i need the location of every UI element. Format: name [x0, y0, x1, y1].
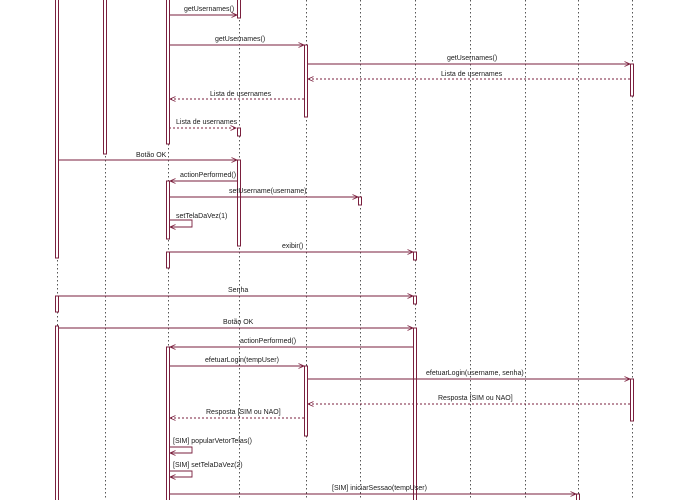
activation-bar — [55, 0, 59, 259]
message-label: [SIM] iniciarSessao(tempUser) — [332, 485, 427, 492]
activation-bar — [166, 180, 170, 240]
activation-bar — [630, 63, 634, 97]
activation-bar — [304, 365, 308, 437]
activation-bar — [55, 325, 59, 500]
message-label: Lista de usernames — [441, 71, 503, 78]
self-call-arrow — [169, 219, 193, 227]
message-label: Lista de usernames — [210, 91, 272, 98]
message-label: Botão OK — [223, 319, 254, 326]
message-label: [SIM] popularVetorTelas() — [173, 438, 252, 445]
activation-bar — [237, 159, 241, 247]
message-label: efetuarLogin(tempUser) — [205, 357, 279, 364]
activation-bar — [166, 0, 170, 145]
activation-bar — [576, 493, 580, 500]
activation-bar — [304, 44, 308, 118]
message-label: Resposta [SIM ou NAO] — [438, 395, 513, 402]
activation-bar — [103, 0, 107, 155]
message-label: exibir() — [282, 243, 303, 250]
message-label: setUsername(username) — [229, 188, 306, 195]
activation-bar — [413, 251, 417, 261]
self-call-arrow — [169, 470, 193, 477]
self-call-arrow — [169, 446, 193, 453]
activation-bar — [237, 127, 241, 137]
activation-bar — [166, 346, 170, 500]
message-label: actionPerformed() — [180, 172, 236, 179]
message-arrows — [58, 15, 630, 494]
activation-bar — [630, 378, 634, 422]
message-label: Botão OK — [136, 152, 167, 159]
message-label: setTelaDaVez(1) — [176, 213, 227, 220]
message-label: getUsernames() — [184, 6, 234, 13]
activation-bar — [55, 295, 59, 313]
message-label: getUsernames() — [215, 36, 265, 43]
activation-bar — [413, 327, 417, 500]
message-label: getUsernames() — [447, 55, 497, 62]
message-labels: getUsernames() getUsernames() getUsernam… — [136, 6, 524, 492]
message-label: Lista de usernames — [176, 119, 238, 126]
activation-bar — [237, 0, 241, 19]
activation-bar — [358, 196, 362, 206]
message-label: [SIM] setTelaDaVez(2) — [173, 462, 243, 469]
message-label: efetuarLogin(username, senha) — [426, 370, 524, 377]
activation-bar — [413, 295, 417, 305]
message-label: actionPerformed() — [240, 338, 296, 345]
message-label: Resposta [SIM ou NAO] — [206, 409, 281, 416]
activation-bar — [166, 251, 170, 269]
message-label: Senha — [228, 287, 248, 294]
activations — [55, 0, 634, 500]
lifelines — [57, 0, 633, 500]
